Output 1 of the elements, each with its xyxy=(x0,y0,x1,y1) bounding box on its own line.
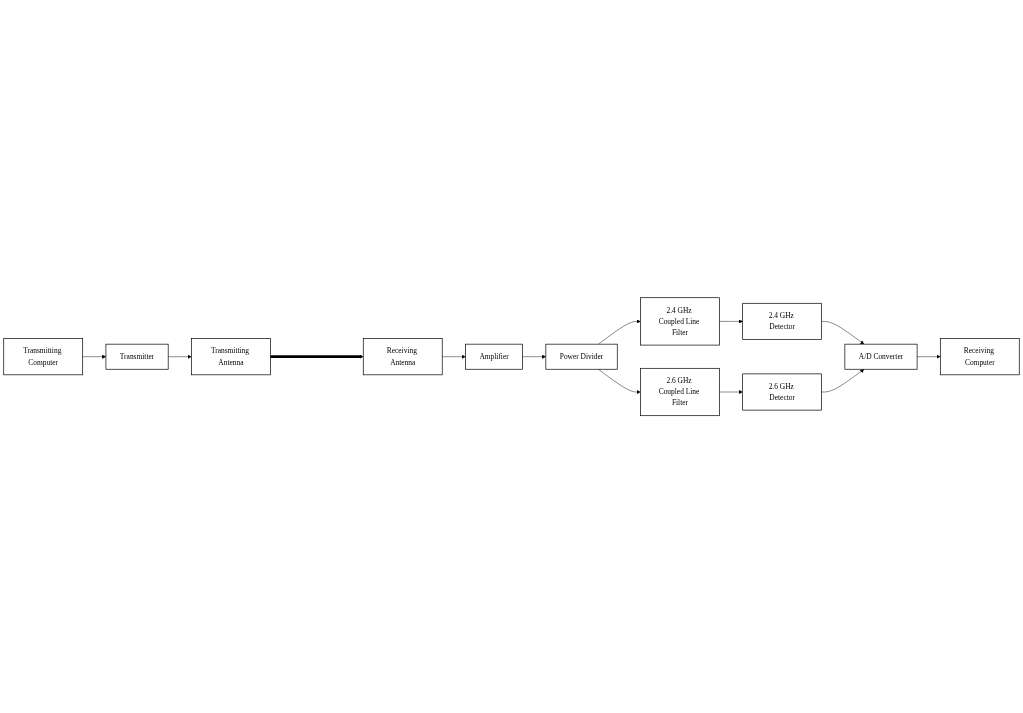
arrow xyxy=(270,354,364,359)
